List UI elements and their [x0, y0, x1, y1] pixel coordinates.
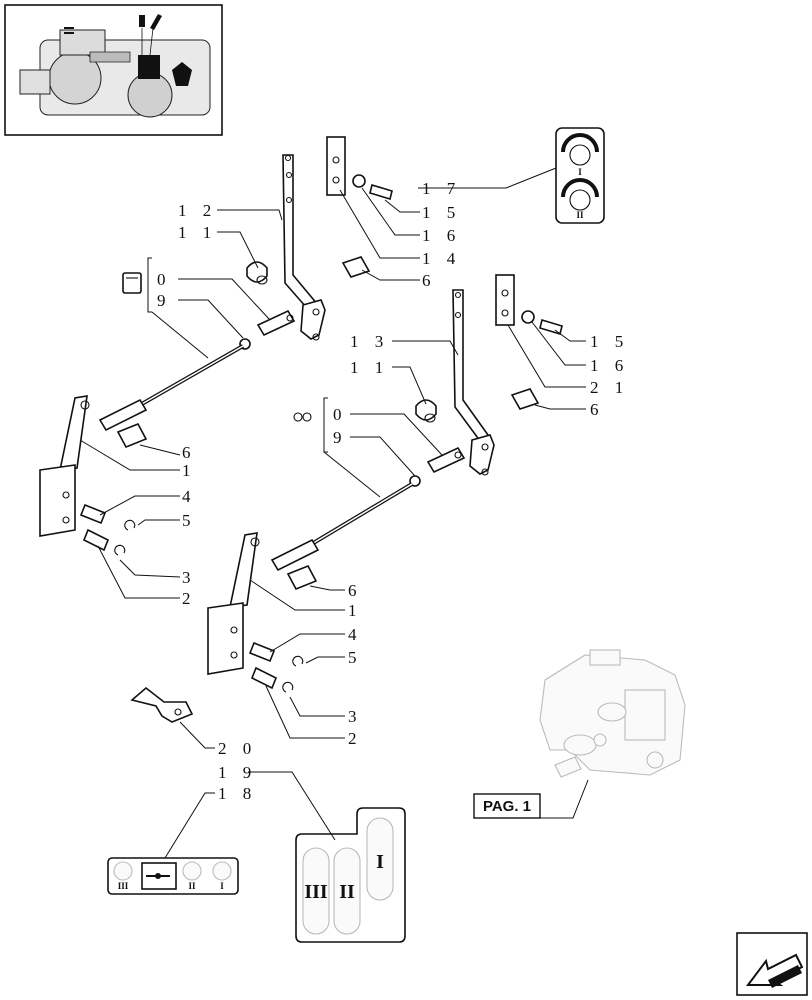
- clip-5-left[interactable]: [124, 519, 136, 531]
- callout-11-left: 1 1: [178, 223, 217, 242]
- decal-19-label-3: III: [304, 881, 328, 903]
- callout-16-top: 1 6: [422, 226, 461, 245]
- bracket-1-right[interactable]: [207, 532, 260, 675]
- rod-right[interactable]: [270, 482, 414, 572]
- next-page-arrow-icon[interactable]: [736, 932, 808, 996]
- page-reference-button[interactable]: PAG. 1: [473, 793, 541, 819]
- pin-2-left[interactable]: [82, 528, 110, 552]
- decal-icon-left: [122, 272, 142, 294]
- decal-17-label-1: I: [578, 167, 582, 177]
- callout-9-right: 9: [333, 428, 348, 447]
- sleeve-6-right-top[interactable]: [510, 388, 540, 410]
- callout-0-right: 0: [333, 405, 348, 424]
- lever-13-right[interactable]: [452, 289, 495, 476]
- callout-5-right: 5: [348, 648, 363, 667]
- callout-16-right: 1 6: [590, 356, 629, 375]
- callout-9-left: 9: [157, 291, 172, 310]
- bracket-1-left[interactable]: [39, 395, 90, 537]
- clip-5-right[interactable]: [292, 655, 304, 667]
- valve-body-ghost: [539, 649, 686, 778]
- callout-4-left: 4: [182, 487, 197, 506]
- callout-3-left: 3: [182, 568, 197, 587]
- callout-0-left: 0: [157, 270, 172, 289]
- callout-6-right-top: 6: [590, 400, 605, 419]
- callout-20: 2 0: [218, 739, 257, 758]
- bracket-group-left: [147, 257, 152, 313]
- callout-21: 2 1: [590, 378, 629, 397]
- sleeve-6-right-lower[interactable]: [286, 564, 318, 591]
- callout-2-right: 2: [348, 729, 363, 748]
- locator-thumbnail[interactable]: [4, 4, 223, 136]
- washer-16-top[interactable]: [352, 174, 366, 188]
- pin-2-right[interactable]: [250, 666, 278, 690]
- decal-17-shift-pattern[interactable]: I II: [555, 127, 605, 224]
- callout-12: 1 2: [178, 201, 217, 220]
- bushing-11-right[interactable]: [415, 399, 437, 423]
- callout-13: 1 3: [350, 332, 389, 351]
- clevis-0-left[interactable]: [256, 309, 296, 337]
- callout-4-right: 4: [348, 625, 363, 644]
- decal-18-label-1: I: [220, 881, 224, 891]
- callout-5-left: 5: [182, 511, 197, 530]
- decal-17-label-2: II: [576, 210, 584, 220]
- sleeve-6-left-lower[interactable]: [116, 422, 148, 449]
- callout-19: 1 9: [218, 763, 257, 782]
- pin-4-right[interactable]: [248, 641, 276, 663]
- callout-1-right: 1: [348, 601, 363, 620]
- decal-icon-right: [293, 412, 312, 422]
- callout-14: 1 4: [422, 249, 461, 268]
- leader-lines: [79, 167, 586, 859]
- screw-15-right[interactable]: [539, 318, 563, 336]
- decal-19-plate[interactable]: III II I: [295, 807, 406, 943]
- callout-15-right: 1 5: [590, 332, 629, 351]
- clip-3-left[interactable]: [114, 544, 126, 556]
- rod-left[interactable]: [98, 344, 244, 432]
- callout-2-left: 2: [182, 589, 197, 608]
- callout-6-top: 6: [422, 271, 437, 290]
- plate-21-right[interactable]: [495, 274, 515, 326]
- tractor-transmission-thumbnail: [19, 14, 211, 118]
- bushing-11-left[interactable]: [246, 261, 268, 285]
- pin-4-left[interactable]: [79, 503, 107, 525]
- plate-14-top[interactable]: [326, 136, 346, 196]
- bracket-group-right: [323, 397, 328, 453]
- callout-6-left-lower: 6: [182, 443, 197, 462]
- decal-18-label-3: III: [118, 881, 129, 891]
- callout-11-right: 1 1: [350, 358, 389, 377]
- clamp-20[interactable]: [130, 686, 194, 723]
- clevis-0-right[interactable]: [426, 446, 466, 474]
- decal-18-label-2: II: [188, 881, 196, 891]
- decal-19-label-2: II: [339, 881, 355, 903]
- screw-15-top[interactable]: [369, 183, 393, 201]
- washer-16-right[interactable]: [521, 310, 535, 324]
- callout-18: 1 8: [218, 784, 257, 803]
- callout-numbers: 1 2 1 1 0 9 6 1 4 5 3 2 1 7 1 5 1 6 1 4 …: [157, 179, 629, 803]
- callout-15-top: 1 5: [422, 203, 461, 222]
- page-reference-label: PAG. 1: [483, 798, 531, 815]
- callout-6-right-lower: 6: [348, 581, 363, 600]
- decal-19-label-1: I: [376, 851, 384, 873]
- lever-12-left[interactable]: [282, 154, 326, 341]
- callout-1-left: 1: [182, 461, 197, 480]
- callout-17: 1 7: [422, 179, 461, 198]
- callout-3-right: 3: [348, 707, 363, 726]
- clip-3-right[interactable]: [282, 681, 294, 693]
- decal-18-strip[interactable]: III II I: [107, 857, 239, 895]
- sleeve-6-top[interactable]: [341, 256, 371, 278]
